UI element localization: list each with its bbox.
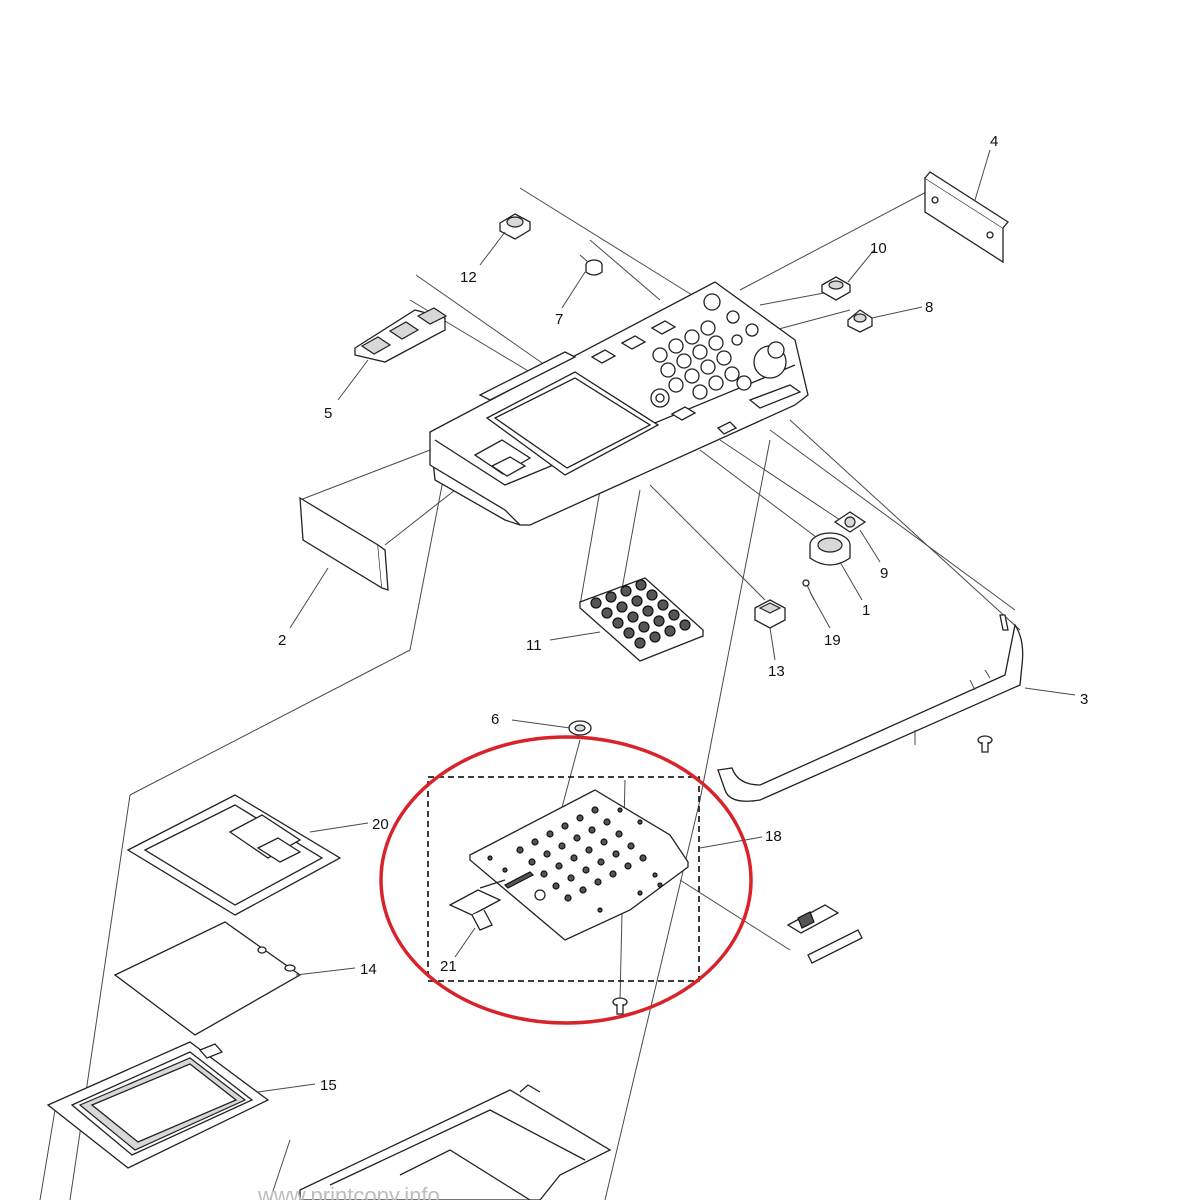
callout-13: 13 (768, 663, 785, 680)
part-bottom-chassis (299, 1084, 612, 1200)
watermark: www.printcopy.info (257, 1183, 440, 1200)
callout-leaders (257, 149, 1076, 1093)
callout-4: 4 (990, 133, 998, 150)
callout-labels: 1 2 3 4 5 6 7 8 9 10 11 12 13 14 15 18 1… (278, 133, 1088, 1094)
part-21-flat-cable (448, 879, 506, 931)
callout-19: 19 (824, 632, 841, 649)
callout-21: 21 (440, 958, 457, 975)
part-14-display-film (113, 921, 302, 1036)
callout-11: 11 (526, 637, 542, 654)
operation-panel-cover (429, 281, 809, 526)
part-11-rubber-keypad (578, 577, 705, 662)
callout-1: 1 (862, 602, 870, 619)
part-8-button (847, 309, 873, 333)
callout-6: 6 (491, 711, 499, 728)
callout-5: 5 (324, 405, 332, 422)
callout-7: 7 (555, 311, 563, 328)
part-connector-right (786, 904, 863, 964)
callout-18: 18 (765, 828, 782, 845)
dashed-selection-box (427, 776, 700, 982)
part-15-lcd-frame (46, 1041, 270, 1169)
part-9-knob-holder (833, 511, 867, 533)
callout-10: 10 (870, 240, 887, 257)
rubber-keys (590, 579, 691, 649)
callout-14: 14 (360, 961, 377, 978)
part-18-circuit-board (468, 789, 689, 941)
part-3-side-cover (717, 614, 1024, 802)
highlight-circle (379, 735, 753, 1025)
part-2-cover-plate (299, 496, 389, 591)
board-components (487, 806, 663, 913)
callout-3: 3 (1080, 691, 1088, 708)
callout-12: 12 (460, 269, 477, 286)
part-13-switch (754, 599, 786, 629)
part-screw-right (977, 735, 993, 753)
part-screw-bottom (612, 997, 628, 1015)
part-6-spacer (568, 720, 592, 736)
panel-keypad-holes (650, 293, 787, 408)
callout-20: 20 (372, 816, 389, 833)
part-7-screw (579, 254, 603, 276)
callout-15: 15 (320, 1077, 337, 1094)
part-1-dial (809, 532, 851, 566)
callout-8: 8 (925, 299, 933, 316)
part-12-button (499, 213, 531, 240)
part-4-bracket (924, 171, 1009, 264)
callout-2: 2 (278, 632, 286, 649)
part-10-button (821, 276, 851, 301)
part-5-keycaps (354, 307, 448, 363)
callout-9: 9 (880, 565, 888, 582)
part-20-bracket-plate (126, 794, 342, 916)
